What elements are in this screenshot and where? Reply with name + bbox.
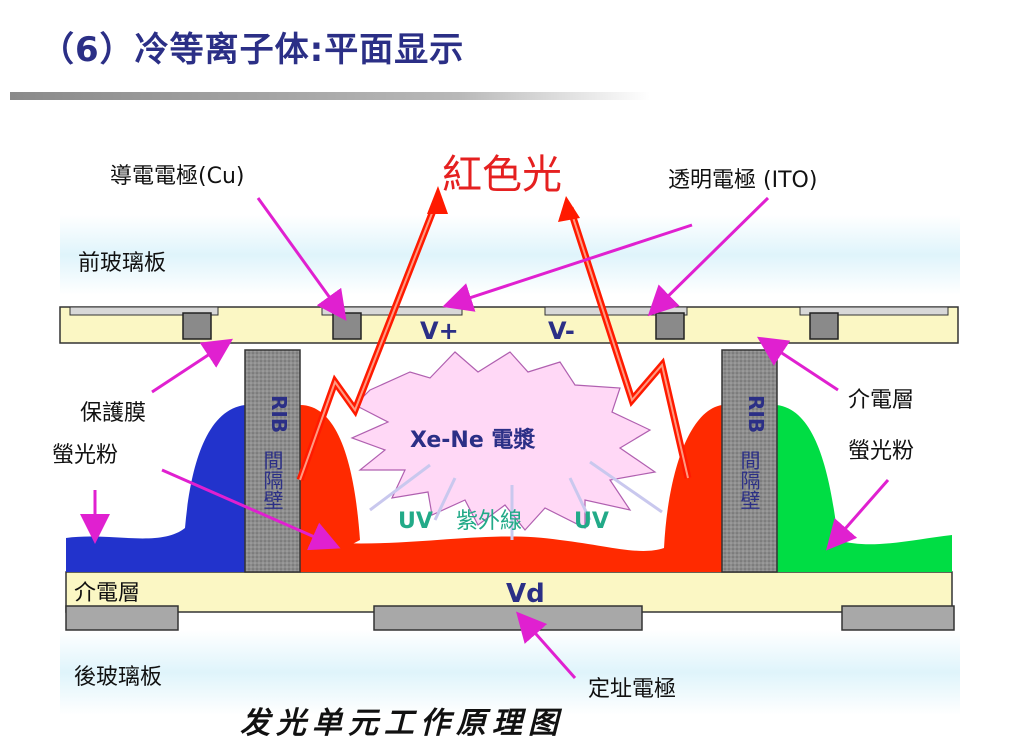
blue-phosphor [66, 405, 245, 572]
phosphor-left-label: 螢光粉 [52, 443, 118, 468]
protective-film-label: 保護膜 [80, 401, 146, 426]
rib-wall-right [721, 349, 778, 573]
red-phosphor-floor [300, 536, 722, 572]
v-plus-label: V+ [420, 317, 459, 345]
address-electrode-right [841, 605, 955, 631]
page-title: （6）冷等离子体:平面显示 [40, 30, 465, 70]
dielectric-right-label: 介電層 [848, 388, 914, 413]
uv-rays [369, 460, 663, 540]
rib-left-top-label: RIB [267, 395, 291, 433]
address-electrode-label: 定址電極 [588, 677, 676, 702]
red-light-arrow-right [558, 196, 692, 479]
rib-right-bottom-label: 間隔壁 [737, 450, 761, 510]
cu-electrode-1 [182, 312, 212, 340]
rear-glass-label: 後玻璃板 [74, 665, 162, 690]
uv-right-label: UV [574, 509, 609, 534]
cu-electrode-2 [332, 312, 362, 340]
rib-wall-left [244, 349, 301, 573]
address-electrode-center [373, 605, 643, 631]
diagram-caption: 发光单元工作原理图 [240, 706, 564, 741]
ultraviolet-label: 紫外線 [456, 509, 522, 534]
title-underline [10, 92, 650, 100]
dielectric-bottom-label: 介電層 [74, 581, 140, 606]
front-glass-label: 前玻璃板 [78, 251, 166, 276]
red-phosphor-right [664, 405, 722, 572]
front-glass-band [60, 215, 960, 295]
cu-electrode-label: 導電電極(Cu) [110, 164, 244, 189]
ito-electrode-label: 透明電極 (ITO) [668, 168, 817, 193]
ito-electrode-1 [69, 306, 219, 316]
phosphor-right-label: 螢光粉 [848, 439, 914, 464]
pointer-arrows [80, 196, 890, 679]
cu-electrode-4 [809, 312, 839, 340]
red-light-arrow-left [296, 186, 448, 482]
uv-left-label: UV [398, 509, 433, 534]
green-phosphor [777, 405, 952, 572]
plasma-burst [350, 351, 657, 531]
red-light-label: 紅色光 [442, 152, 562, 198]
rib-left-bottom-label: 間隔壁 [260, 450, 284, 510]
cu-electrode-3 [655, 312, 685, 340]
rib-right-top-label: RIB [744, 395, 768, 433]
rear-glass-band [60, 630, 960, 715]
address-electrode-left [65, 605, 179, 631]
v-minus-label: V- [548, 317, 575, 345]
vd-label: Vd [506, 579, 545, 609]
ito-electrode-3 [544, 306, 688, 316]
plasma-label: Xe-Ne 電漿 [410, 427, 536, 453]
ito-electrode-4 [799, 306, 949, 316]
